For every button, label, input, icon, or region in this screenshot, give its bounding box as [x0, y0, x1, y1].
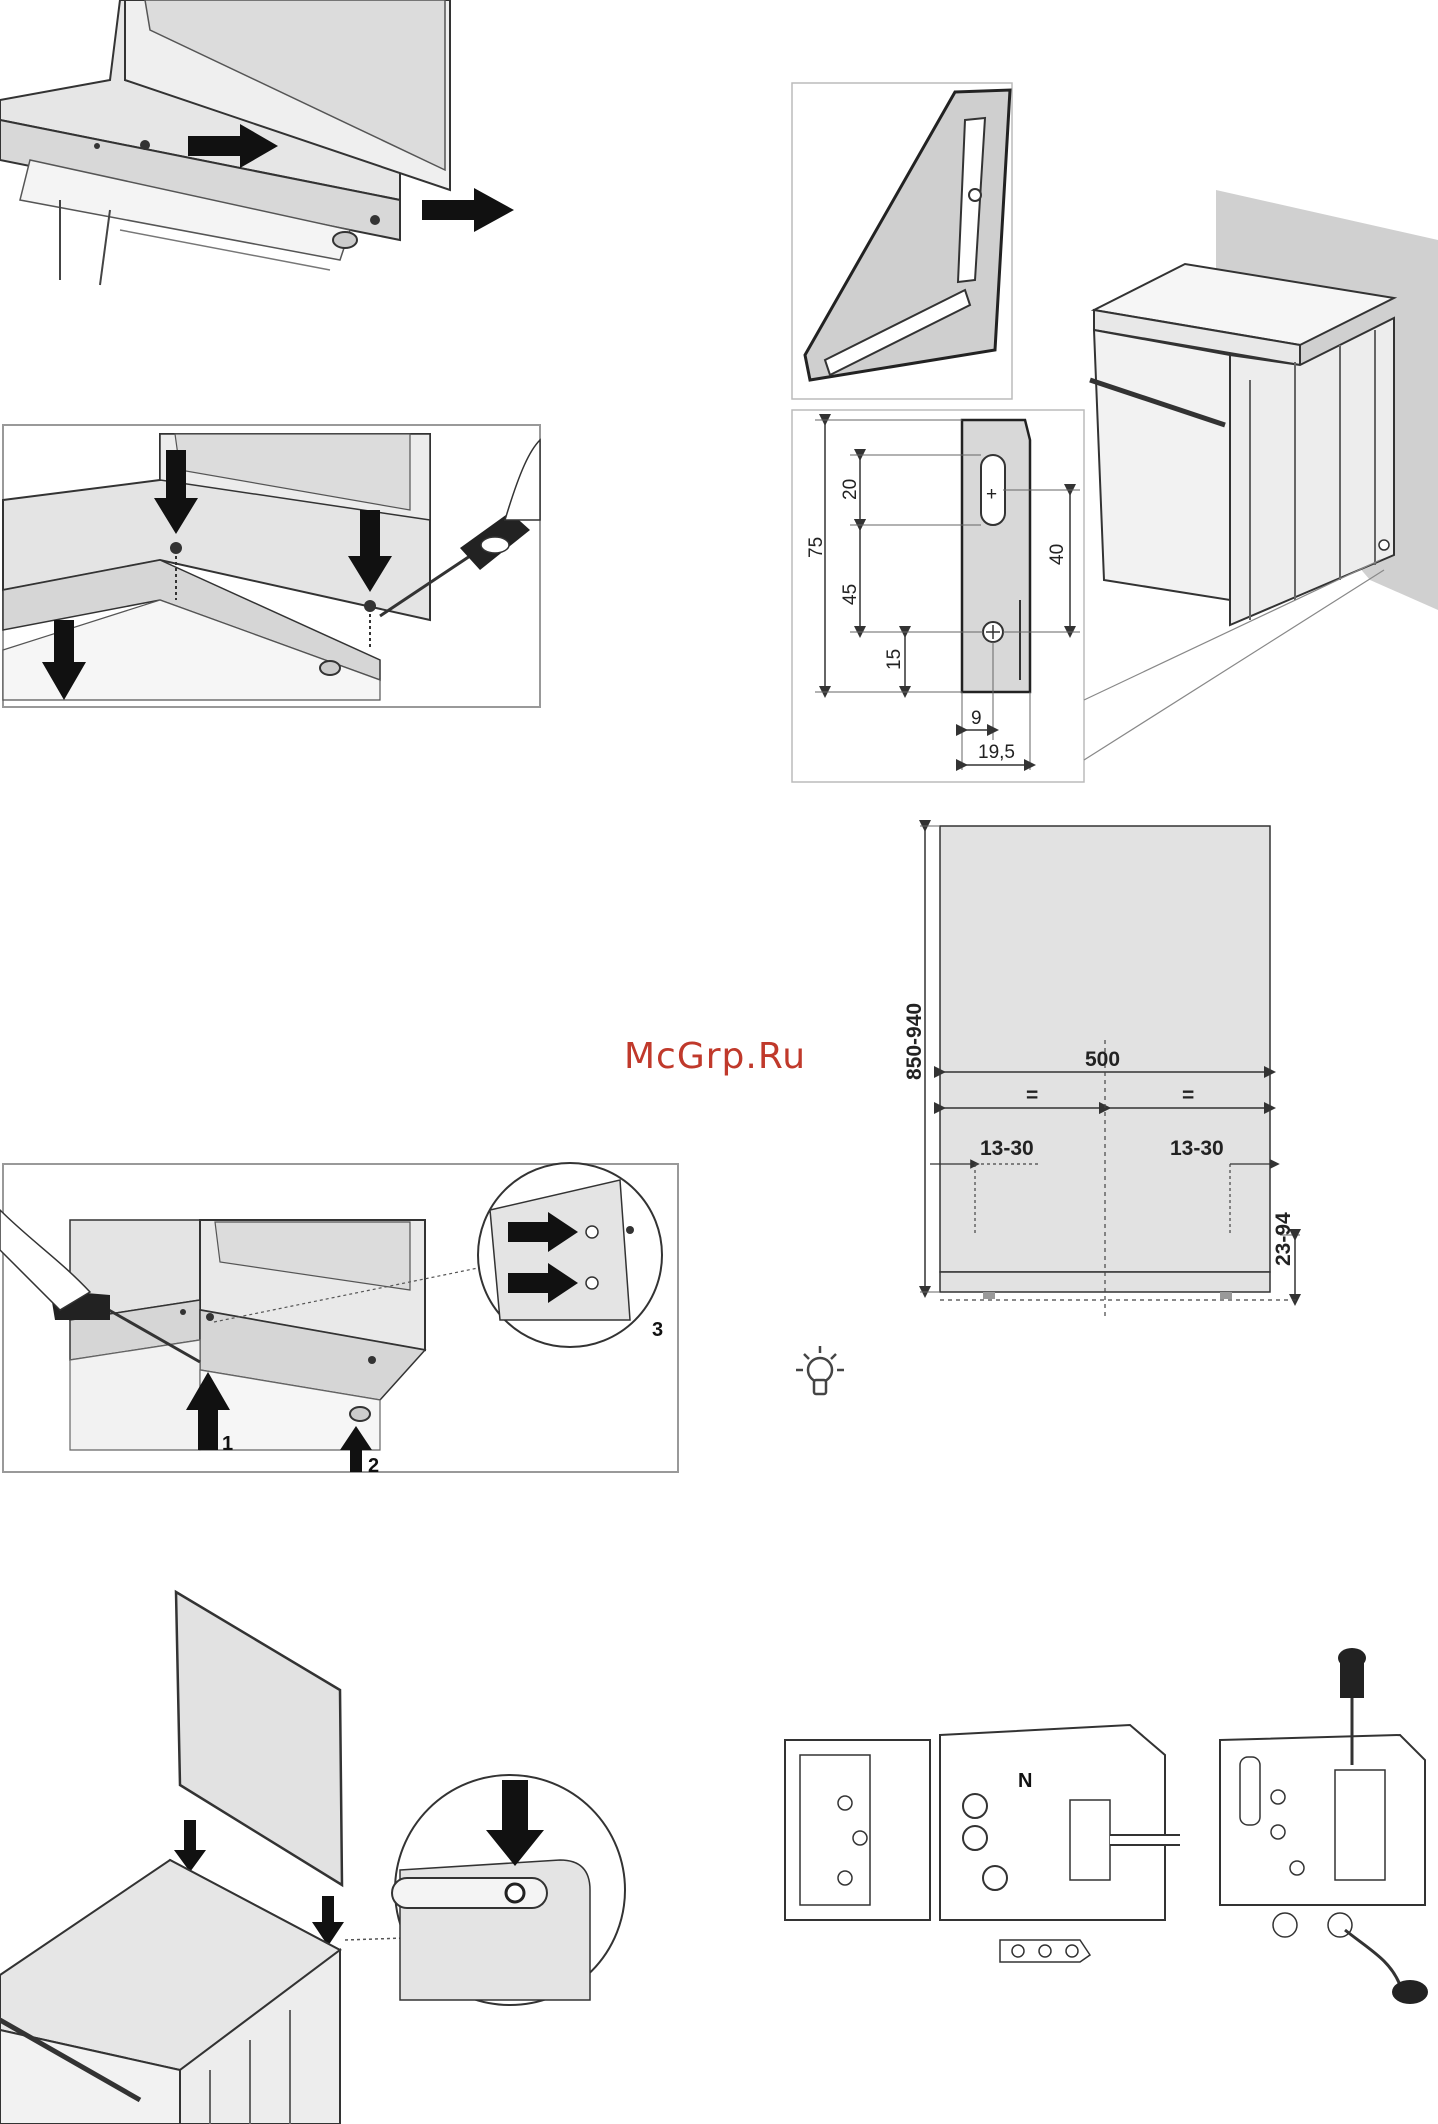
figure-plinth-screws [3, 425, 540, 707]
figure-wall-bracket: + 20 75 45 15 40 9 19,5 [792, 83, 1438, 782]
lightbulb-icon [796, 1346, 844, 1394]
dim-hole-spacing: 40 [1047, 544, 1068, 565]
dim-offset-left: 13-30 [980, 1137, 1034, 1160]
dim-bottom-height: 15 [884, 649, 905, 670]
callout-step-3: 3 [652, 1319, 663, 1341]
dim-equal-left: = [1026, 1084, 1038, 1107]
dim-hole-offset: 9 [971, 708, 982, 729]
dim-equal-right: = [1182, 1084, 1194, 1107]
terminal-label-neutral: N [1018, 1770, 1032, 1792]
svg-text:+: + [986, 484, 997, 505]
dim-offset-right: 13-30 [1170, 1137, 1224, 1160]
dim-total-height: 75 [806, 537, 827, 558]
callout-step-2: 2 [368, 1455, 379, 1477]
watermark: McGrp.Ru [624, 1036, 806, 1077]
figure-terminal-block: N [785, 1648, 1428, 2004]
dim-bracket-width: 19,5 [978, 742, 1015, 763]
dim-mid-height: 45 [840, 584, 861, 605]
figure-plinth-refit: 1 2 3 [0, 1163, 678, 1477]
dim-slot-length: 20 [840, 479, 861, 500]
dim-width: 500 [1085, 1048, 1120, 1071]
figure-lid-installation [0, 1592, 625, 2124]
dim-height: 850-940 [903, 1003, 926, 1080]
figure-installation-dimensions: 500 = = 13-30 13-30 850-940 23-94 [903, 826, 1300, 1320]
callout-step-1: 1 [222, 1433, 233, 1455]
dim-foot-height: 23-94 [1272, 1212, 1295, 1266]
figure-plinth-removal [0, 0, 514, 285]
arrow-right-icon [422, 188, 514, 232]
